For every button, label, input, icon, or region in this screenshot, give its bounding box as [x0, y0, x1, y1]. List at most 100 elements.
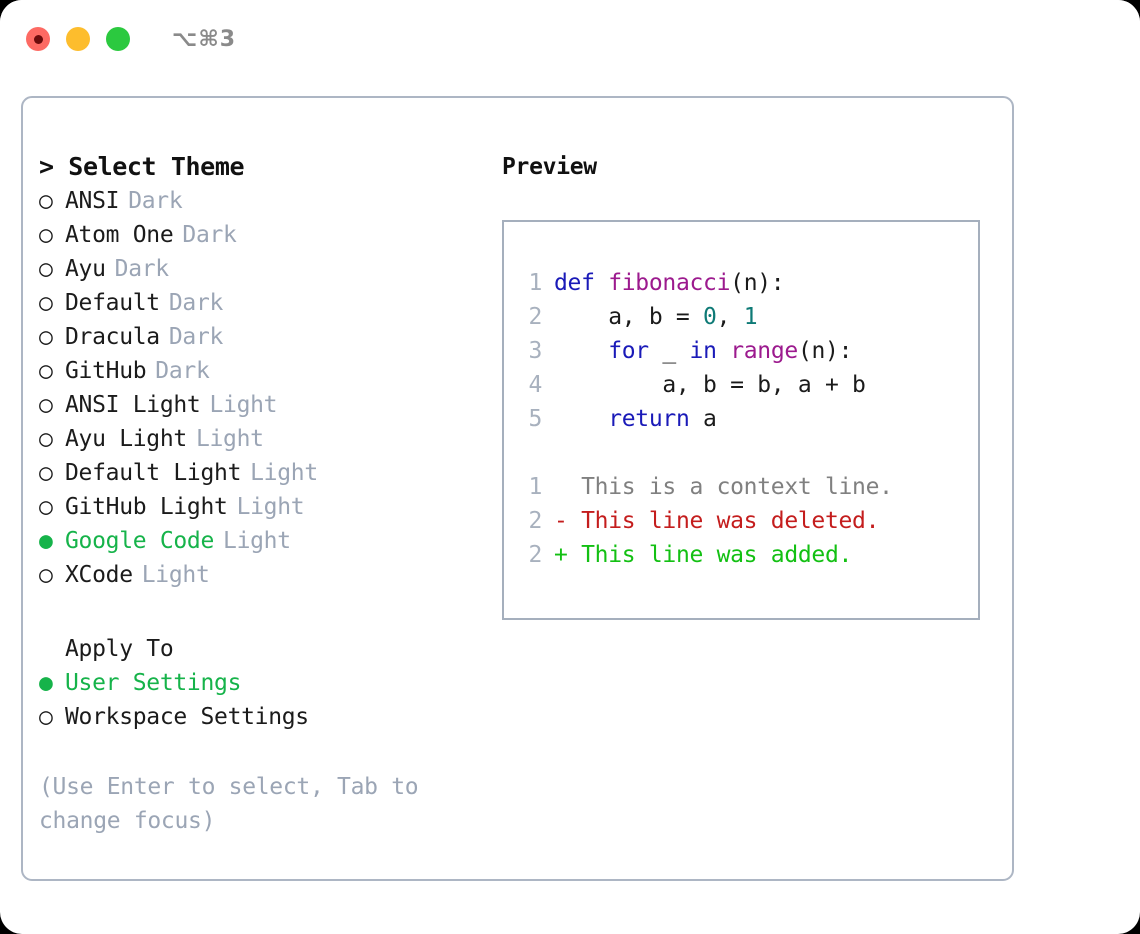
- code-token-num: 1: [743, 304, 758, 330]
- theme-option-tag: Dark: [168, 324, 224, 350]
- radio-unselected-icon: ○: [39, 290, 53, 316]
- radio-unselected-icon: ○: [39, 324, 53, 350]
- preview-title: Preview: [502, 154, 597, 180]
- page-title: > Select Theme: [39, 152, 245, 181]
- keyboard-hint: (Use Enter to select, Tab to change focu…: [39, 774, 419, 834]
- code-token-fn: fibonacci: [608, 270, 731, 296]
- diff-sample: 1 This is a context line. 2- This line wa…: [516, 470, 978, 572]
- diff-marker: +: [554, 542, 582, 568]
- theme-option-dracula[interactable]: ○ Dracula Dark: [39, 320, 489, 354]
- theme-option-label: GitHub: [65, 358, 147, 384]
- theme-option-label: Google Code: [65, 528, 215, 554]
- radio-unselected-icon: ○: [39, 704, 53, 730]
- zoom-button[interactable]: [106, 27, 130, 51]
- code-token-txt: ,: [716, 304, 744, 330]
- minimize-button[interactable]: [66, 27, 90, 51]
- code-token-txt: a, b =: [554, 304, 704, 330]
- theme-option-label: Dracula: [65, 324, 160, 350]
- theme-option-ayu[interactable]: ○ Ayu Dark: [39, 252, 489, 286]
- theme-option-default-light[interactable]: ○ Default Light Light: [39, 456, 489, 490]
- radio-unselected-icon: ○: [39, 256, 53, 282]
- code-spacer: [516, 436, 978, 470]
- code-token-kw: def: [554, 270, 609, 296]
- diff-text: This line was added.: [581, 542, 853, 568]
- preview-column: Preview 1 def fibonacci (n): 2 a, b = 0, 1 3…: [502, 150, 992, 620]
- diff-line-ctx: 1 This is a context line.: [516, 470, 978, 504]
- code-token-txt: a, b = b, a + b: [554, 372, 866, 398]
- theme-option-github-light[interactable]: ○ GitHub Light Light: [39, 490, 489, 524]
- theme-option-tag: Light: [209, 392, 278, 418]
- theme-option-tag: Dark: [168, 290, 224, 316]
- line-number: 2: [528, 542, 542, 568]
- diff-text: This is a context line.: [581, 474, 893, 500]
- theme-option-label: Atom One: [65, 222, 174, 248]
- radio-unselected-icon: ○: [39, 460, 53, 486]
- code-token-txt: [554, 334, 608, 368]
- code-token-kw: in: [689, 338, 717, 364]
- apply-to-header: Apply To: [65, 636, 174, 662]
- theme-option-label: GitHub Light: [65, 494, 228, 520]
- code-token-txt: [717, 334, 731, 368]
- code-token-kw: for: [608, 338, 649, 364]
- theme-option-tag: Dark: [155, 358, 210, 384]
- theme-option-tag: Light: [250, 460, 318, 486]
- line-number: 5: [528, 406, 542, 432]
- theme-option-tag: Light: [236, 494, 305, 520]
- theme-option-tag: Dark: [128, 188, 183, 214]
- diff-line-add: 2 + This line was added.: [516, 538, 978, 572]
- diff-marker: [554, 470, 581, 504]
- radio-selected-icon: ●: [39, 528, 53, 554]
- line-number: 2: [528, 508, 542, 534]
- line-number: 3: [528, 338, 542, 364]
- apply-to-list[interactable]: ● User Settings ○Workspace Settings: [39, 666, 489, 734]
- recording-indicator-icon: [33, 34, 43, 44]
- theme-option-tag: Dark: [114, 256, 170, 282]
- theme-option-tag: Light: [141, 562, 210, 588]
- line-number: 2: [528, 304, 542, 330]
- radio-unselected-icon: ○: [39, 426, 53, 452]
- theme-option-label: Ayu: [65, 256, 106, 282]
- code-line: 3 for _ in range(n):: [516, 334, 978, 368]
- code-token-txt: [554, 402, 608, 436]
- theme-option-label: Ayu Light: [65, 426, 187, 452]
- code-line: 4 a, b = b, a + b: [516, 368, 978, 402]
- radio-unselected-icon: ○: [39, 188, 53, 214]
- radio-selected-icon: ●: [39, 670, 53, 696]
- code-token-txt: _: [648, 338, 690, 364]
- theme-option-xcode[interactable]: ○ XCode Light: [39, 558, 489, 592]
- line-number: 1: [528, 474, 542, 500]
- close-button[interactable]: [26, 27, 50, 51]
- theme-option-default[interactable]: ○ Default Dark: [39, 286, 489, 320]
- diff-marker: -: [554, 508, 582, 534]
- radio-unselected-icon: ○: [39, 222, 53, 248]
- code-token-txt: (n):: [797, 338, 853, 364]
- apply-to-option-workspace-settings[interactable]: ○Workspace Settings: [39, 700, 489, 734]
- window-controls: [26, 27, 130, 51]
- theme-option-label: ANSI Light: [65, 392, 201, 418]
- theme-option-label: Default Light: [65, 460, 242, 486]
- theme-option-tag: Light: [195, 426, 264, 452]
- apply-to-option-user-settings[interactable]: ● User Settings: [39, 666, 489, 700]
- code-sample: 1 def fibonacci (n): 2 a, b = 0, 1 3 for _ i…: [516, 266, 978, 436]
- radio-unselected-icon: ○: [39, 494, 53, 520]
- window-title: ⌥⌘3: [172, 26, 237, 52]
- theme-option-label: Default: [65, 290, 160, 316]
- theme-option-ayu-light[interactable]: ○ Ayu Light Light: [39, 422, 489, 456]
- radio-unselected-icon: ○: [39, 562, 53, 588]
- code-token-num: 0: [703, 304, 717, 330]
- line-number: 1: [528, 270, 542, 296]
- preview-box: 1 def fibonacci (n): 2 a, b = 0, 1 3 for _ i…: [502, 220, 980, 620]
- apply-to-option-label: User Settings: [65, 670, 242, 696]
- theme-option-label: XCode: [65, 562, 133, 588]
- code-token-fn: range: [730, 338, 798, 364]
